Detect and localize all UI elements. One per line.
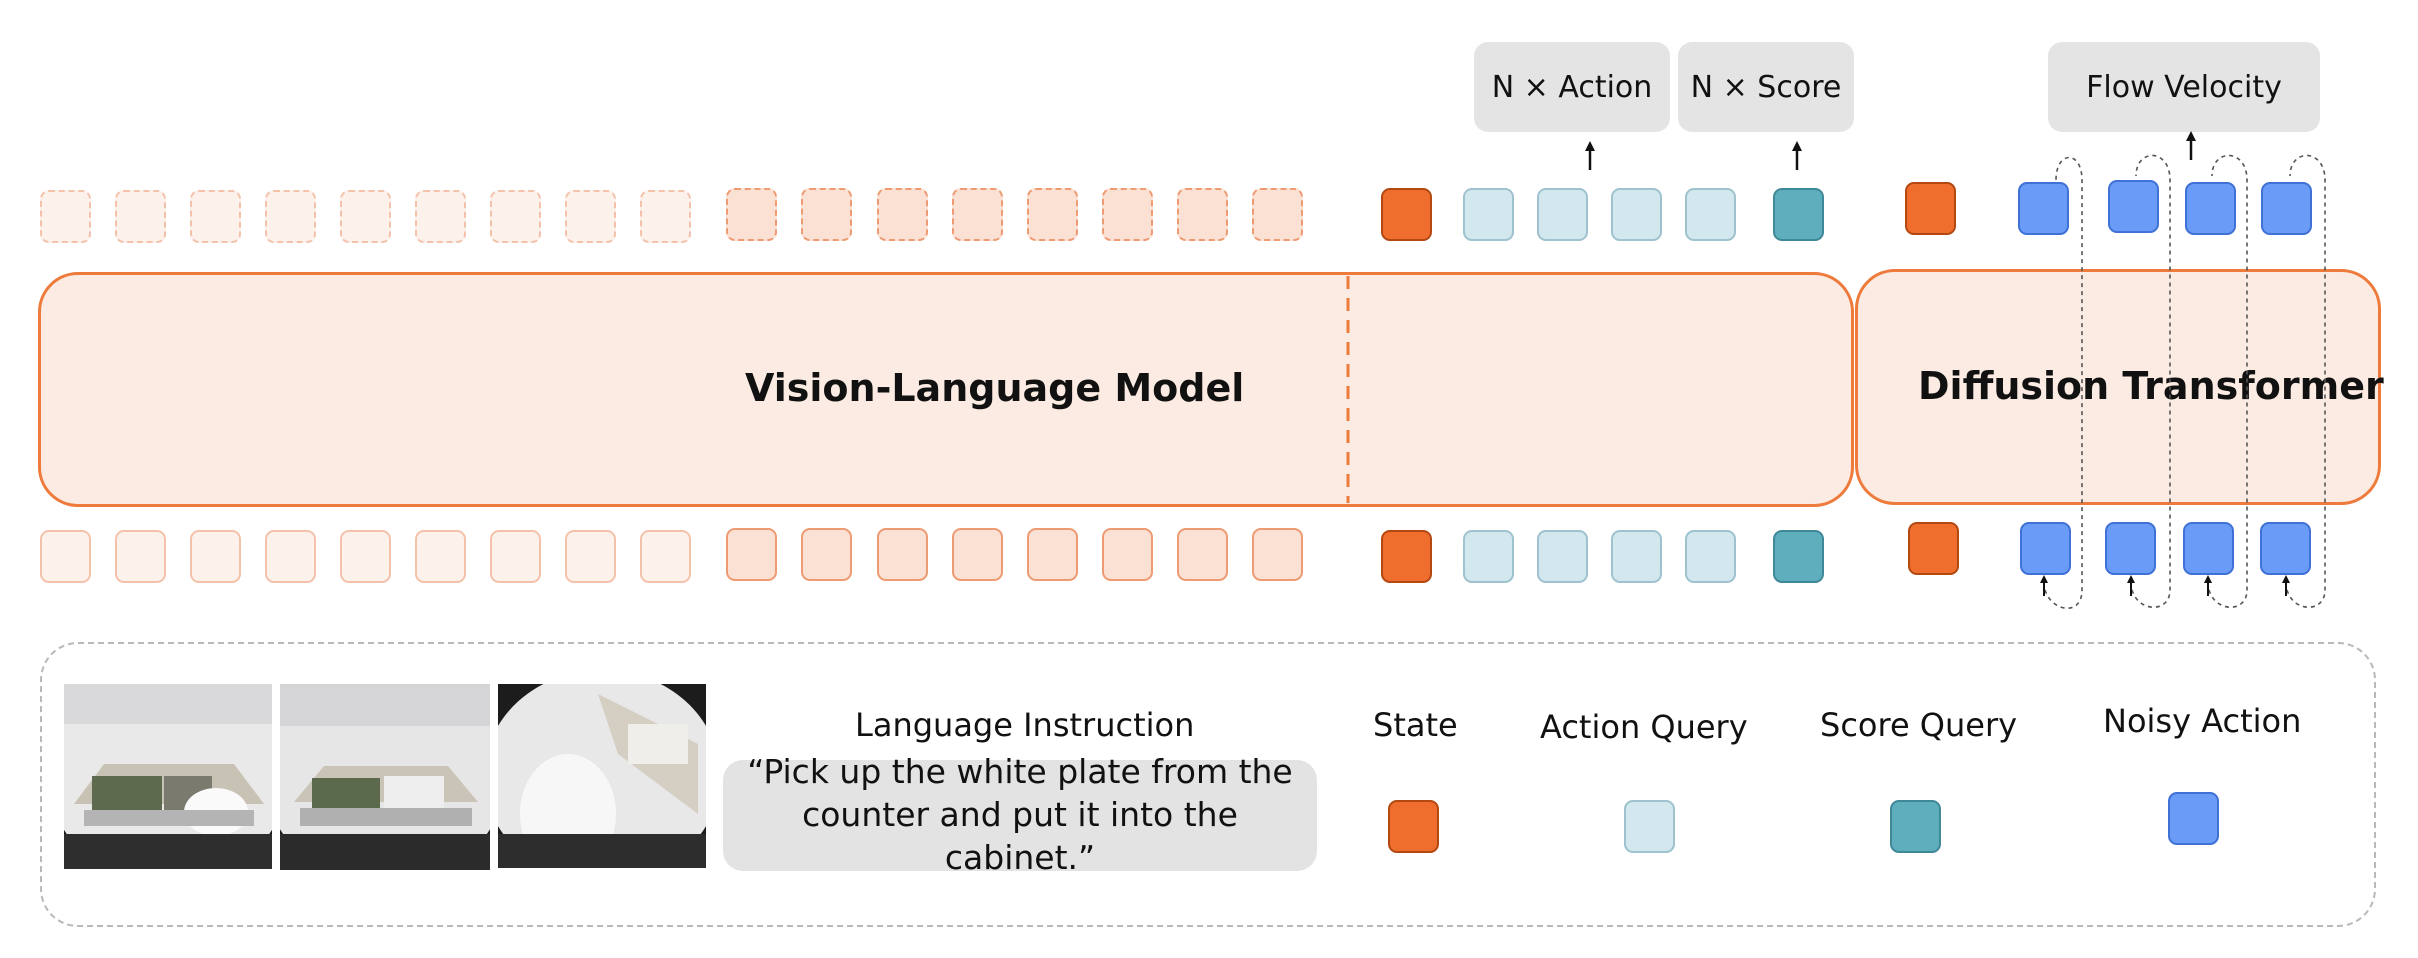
output-image-token — [40, 190, 91, 243]
language-instruction-title: Language Instruction — [855, 706, 1195, 744]
camera-image-1 — [64, 684, 272, 869]
input-action-query-token — [1611, 530, 1662, 583]
dit-input-noisy-action-token — [2260, 522, 2311, 575]
output-action-query-token — [1611, 188, 1662, 241]
output-image-token — [640, 190, 691, 243]
input-action-query-token — [1463, 530, 1514, 583]
score-output-box: N × Score — [1678, 42, 1854, 132]
dit-output-action-token — [2261, 182, 2312, 235]
language-instruction-text: “Pick up the white plate from the counte… — [723, 752, 1317, 877]
diffusion-transformer-label: Diffusion Transformer — [1918, 364, 2384, 408]
noisy-action-legend-label: Noisy Action — [2103, 702, 2302, 740]
legend-panel — [40, 642, 2376, 927]
denoise-loop-path — [2285, 154, 2326, 608]
camera-image-2 — [280, 684, 490, 870]
output-action-query-token — [1463, 188, 1514, 241]
denoise-loop-path — [2043, 156, 2083, 610]
output-image-token — [490, 190, 541, 243]
input-score-query-token — [1773, 530, 1824, 583]
output-image-token — [190, 190, 241, 243]
action-query-legend-label: Action Query — [1540, 708, 1748, 746]
input-state-token — [1381, 530, 1432, 583]
noisy-action-legend-swatch — [2168, 792, 2219, 845]
dit-output-state-token — [1905, 182, 1956, 235]
input-text-token — [801, 528, 852, 581]
action-query-legend-swatch — [1624, 800, 1675, 853]
input-image-token — [565, 530, 616, 583]
denoise-loop-path — [2130, 154, 2171, 608]
output-text-token — [1252, 188, 1303, 241]
output-text-token — [1177, 188, 1228, 241]
state-legend-swatch — [1388, 800, 1439, 853]
score-query-legend-swatch — [1890, 800, 1941, 853]
output-image-token — [265, 190, 316, 243]
dit-output-action-token — [2018, 182, 2069, 235]
output-image-token — [565, 190, 616, 243]
vision-language-model-label: Vision-Language Model — [745, 366, 1245, 410]
score-output-label: N × Score — [1690, 69, 1842, 105]
dit-output-action-token — [2185, 182, 2236, 235]
input-text-token — [726, 528, 777, 581]
input-image-token — [265, 530, 316, 583]
output-image-token — [340, 190, 391, 243]
input-image-token — [640, 530, 691, 583]
output-state-token — [1381, 188, 1432, 241]
input-text-token — [1027, 528, 1078, 581]
input-image-token — [115, 530, 166, 583]
input-text-token — [1252, 528, 1303, 581]
output-text-token — [801, 188, 852, 241]
flow-velocity-label: Flow Velocity — [2086, 69, 2282, 105]
input-text-token — [1177, 528, 1228, 581]
input-image-token — [190, 530, 241, 583]
input-image-token — [490, 530, 541, 583]
dit-output-action-token — [2108, 180, 2159, 233]
output-image-token — [415, 190, 466, 243]
input-image-token — [340, 530, 391, 583]
output-action-query-token — [1537, 188, 1588, 241]
dit-input-noisy-action-token — [2020, 522, 2071, 575]
diffusion-transformer-box — [1855, 269, 2381, 505]
camera-image-3 — [498, 684, 706, 868]
denoise-loop-path — [2207, 154, 2248, 608]
output-image-token — [115, 190, 166, 243]
output-score-query-token — [1773, 188, 1824, 241]
input-text-token — [877, 528, 928, 581]
input-action-query-token — [1537, 530, 1588, 583]
output-text-token — [877, 188, 928, 241]
flow-velocity-box: Flow Velocity — [2048, 42, 2320, 132]
action-output-box: N × Action — [1474, 42, 1670, 132]
output-text-token — [1027, 188, 1078, 241]
output-text-token — [1102, 188, 1153, 241]
input-image-token — [40, 530, 91, 583]
dit-input-state-token — [1908, 522, 1959, 575]
score-query-legend-label: Score Query — [1820, 706, 2018, 744]
vision-language-model-box — [38, 272, 1854, 507]
input-text-token — [1102, 528, 1153, 581]
output-text-token — [726, 188, 777, 241]
output-action-query-token — [1685, 188, 1736, 241]
input-image-token — [415, 530, 466, 583]
input-action-query-token — [1685, 530, 1736, 583]
dit-input-noisy-action-token — [2183, 522, 2234, 575]
input-text-token — [952, 528, 1003, 581]
output-text-token — [952, 188, 1003, 241]
state-legend-label: State — [1373, 706, 1458, 744]
dit-input-noisy-action-token — [2105, 522, 2156, 575]
action-output-label: N × Action — [1491, 69, 1653, 105]
